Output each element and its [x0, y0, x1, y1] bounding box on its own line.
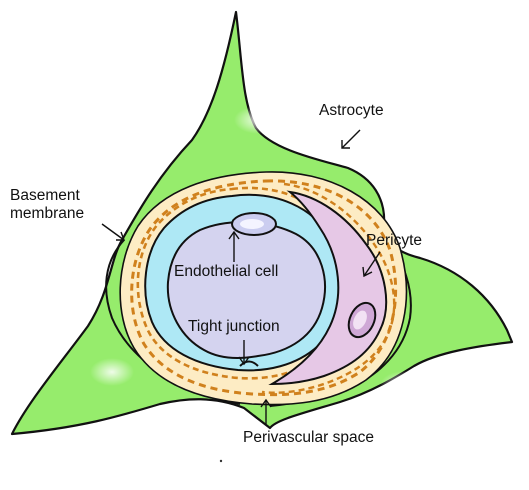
astrocyte-highlight-left — [90, 358, 134, 386]
basement-membrane-label-line2: membrane — [10, 206, 84, 222]
basement-membrane-arrow — [102, 224, 124, 240]
astrocyte-highlight-right — [380, 371, 428, 399]
basement-membrane-label-line1: Basement — [10, 188, 80, 204]
stray-dot — [220, 460, 222, 462]
tight-junction-label: Tight junction — [188, 319, 280, 335]
pericyte-label: Pericyte — [366, 233, 422, 249]
astrocyte-label: Astrocyte — [319, 103, 384, 119]
endothelial-cell-label: Endothelial cell — [174, 264, 278, 280]
perivascular-space-label: Perivascular space — [243, 430, 374, 446]
endothelial-nucleus-inner — [240, 219, 264, 229]
vessel-lumen — [168, 222, 325, 358]
astrocyte-arrow — [342, 130, 360, 148]
astrocyte-highlight-top — [234, 106, 282, 134]
